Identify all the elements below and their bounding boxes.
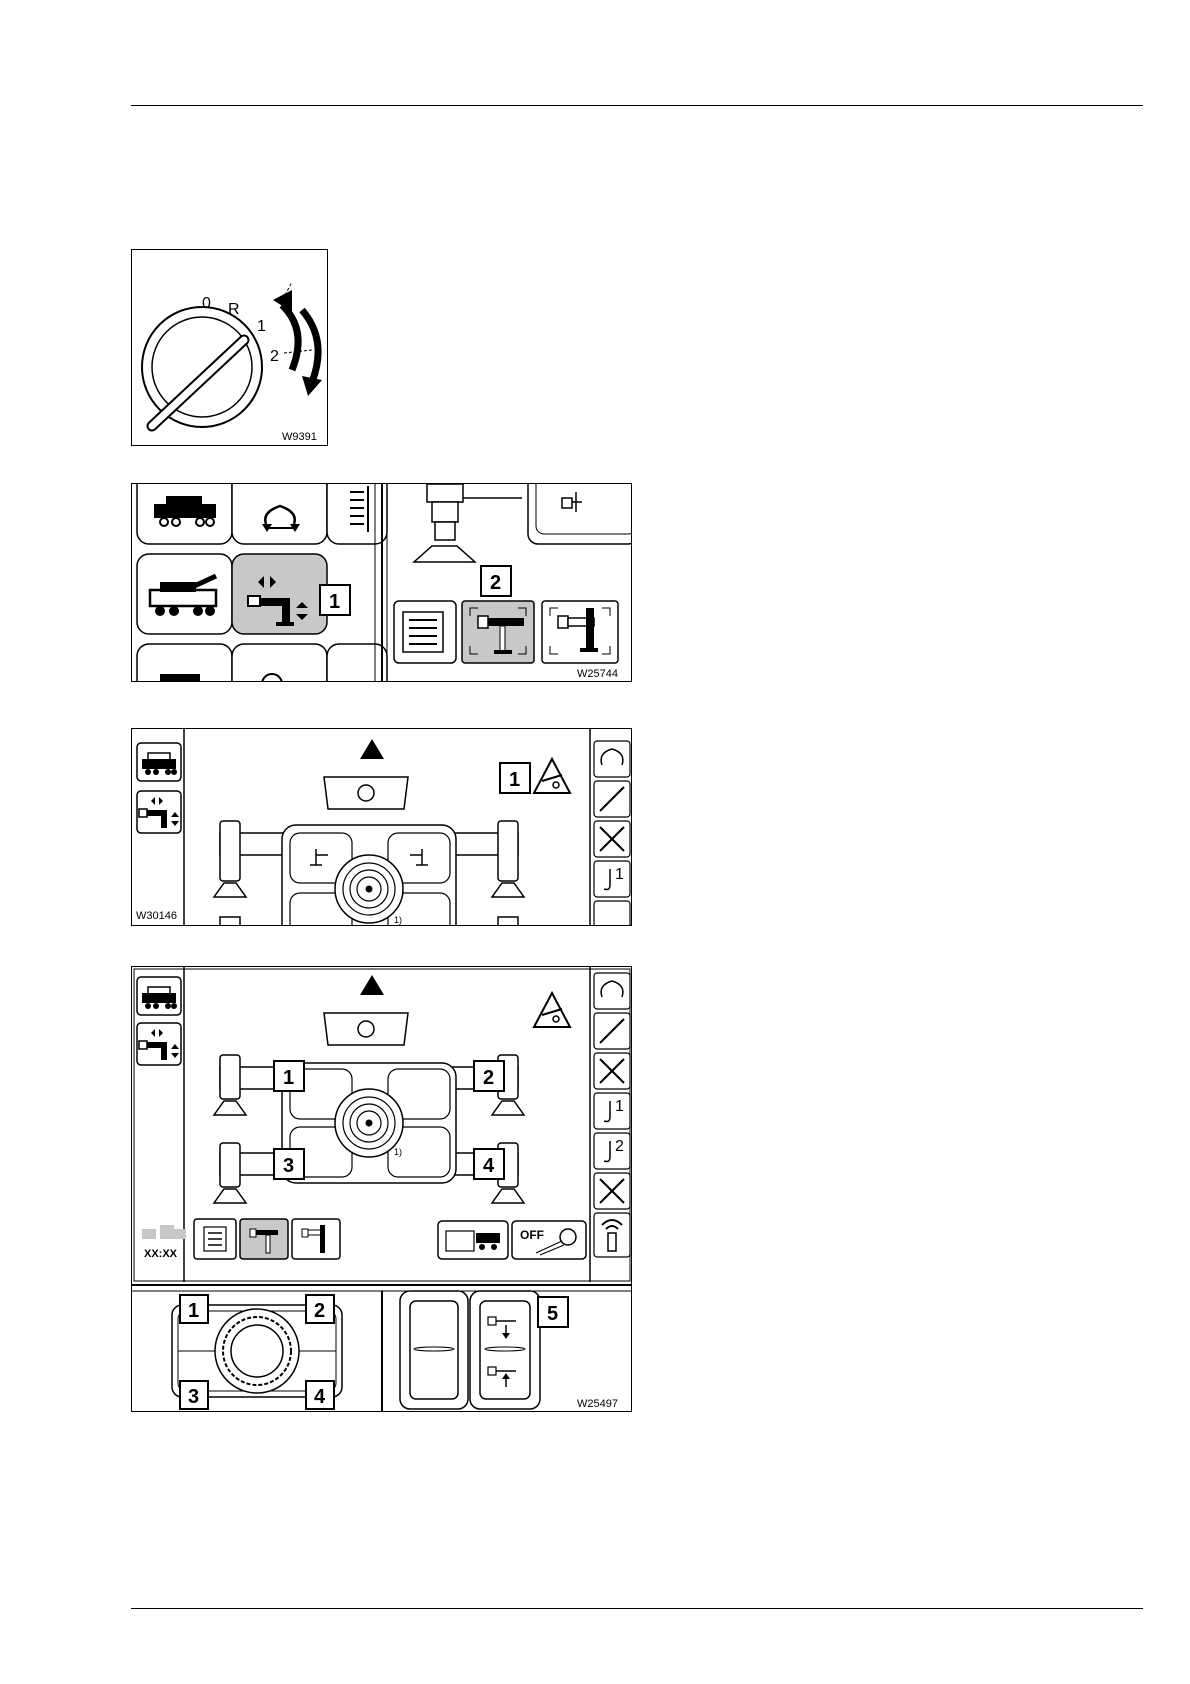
right-sidebar-buttons: 1 2	[594, 973, 630, 1257]
callout-4-label: 4	[483, 1155, 495, 1177]
control-knob-panel: 1 2 3 4	[172, 1295, 342, 1409]
knob-callout-3-label: 3	[188, 1386, 199, 1408]
level-target-icon	[335, 855, 403, 923]
all-outriggers-button	[292, 1219, 340, 1259]
figure-code: W25497	[577, 1398, 618, 1410]
inclination-warning-icon	[534, 993, 570, 1027]
callout-1-label: 1	[283, 1067, 294, 1089]
slewing-button	[594, 973, 630, 1009]
figure-code: W9391	[282, 431, 317, 443]
outrigger-jack-drawing	[414, 484, 632, 562]
position-2-label: 2	[270, 348, 279, 365]
status-indicator-icon	[142, 1225, 186, 1239]
button-list-view	[394, 601, 456, 663]
menu-row-outrigger: 1	[137, 554, 350, 634]
support-icon	[562, 492, 582, 512]
header-rule	[131, 105, 1143, 106]
position-1-label: 1	[257, 318, 266, 335]
figure-code: W25744	[577, 668, 618, 680]
position-r-label: R	[228, 301, 240, 318]
callout-5-label: 5	[547, 1303, 558, 1325]
direction-arrow-icon	[360, 739, 384, 759]
rotation-arrows-icon	[273, 282, 322, 396]
figure-mode-selection: 1	[131, 483, 632, 682]
slewing-button	[594, 741, 630, 777]
figure-outrigger-control: XX:XX 1 2	[131, 966, 632, 1412]
button-single-outrigger	[462, 601, 534, 663]
callout-2-label: 2	[483, 1067, 494, 1089]
single-outrigger-button	[240, 1219, 288, 1259]
cab-outline	[324, 777, 408, 809]
figure-ignition-switch: 0 R 1 2 W9391	[131, 249, 328, 446]
menu-row-travel	[137, 484, 387, 544]
key-slot-icon	[152, 340, 244, 426]
knob-callout-4-label: 4	[314, 1386, 326, 1408]
switch-inner-ring	[152, 317, 252, 417]
button-all-outriggers	[542, 601, 618, 663]
menu-row-more	[137, 644, 387, 682]
rocker-switch-panel: 5	[400, 1291, 568, 1409]
hoist-1-number: 1	[615, 866, 624, 883]
footnote-mark: 1)	[394, 1147, 402, 1157]
cab-outline	[324, 1013, 408, 1045]
position-0-label: 0	[202, 295, 211, 312]
callout-2-label: 2	[490, 572, 501, 594]
hoist-2-button	[594, 1133, 630, 1169]
hoist-2-number: 2	[615, 1138, 624, 1155]
hoist-1-button	[594, 861, 630, 897]
knob-callout-1-label: 1	[188, 1300, 199, 1322]
clock-display: XX:XX	[144, 1248, 178, 1260]
knob-callout-2-label: 2	[314, 1300, 325, 1322]
hoist-1-button	[594, 1093, 630, 1129]
off-label: OFF	[520, 1228, 544, 1242]
hoist-1-number: 1	[615, 1098, 624, 1115]
footnote-mark: 1)	[394, 915, 402, 925]
callout-3-label: 3	[283, 1155, 294, 1177]
direction-arrow-icon	[360, 975, 384, 995]
callout-1-label: 1	[329, 591, 340, 613]
right-sidebar-buttons: 1	[594, 741, 630, 926]
figure-code: W30146	[136, 910, 177, 922]
level-target-icon	[335, 1089, 403, 1157]
inclination-warning-icon	[534, 759, 570, 793]
figure-outrigger-screen: 1 1	[131, 728, 632, 926]
switch-outer-ring	[142, 307, 262, 427]
callout-1-label: 1	[509, 769, 520, 791]
footer-rule	[131, 1608, 1143, 1609]
